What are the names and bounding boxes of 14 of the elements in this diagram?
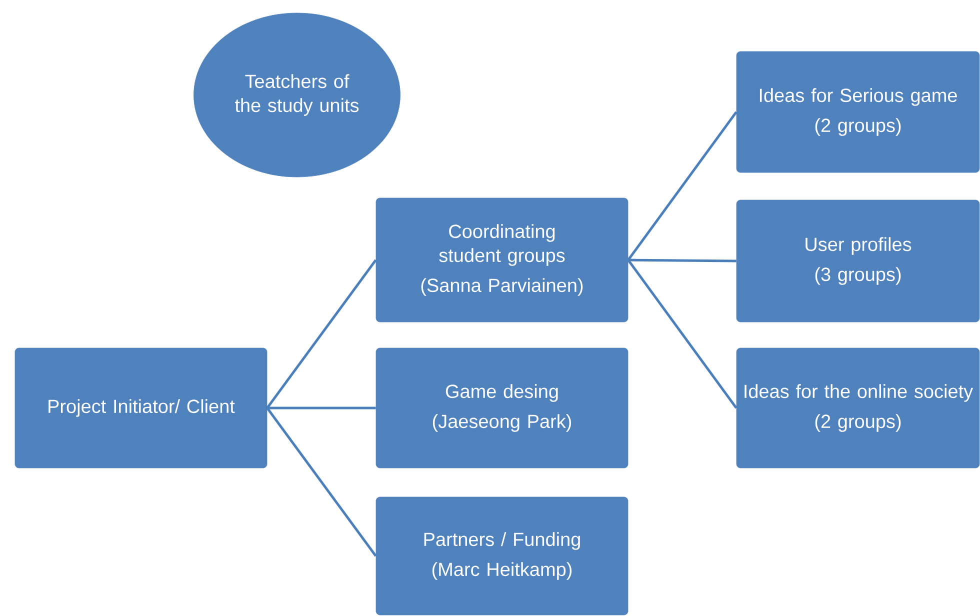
process-box: Partners / Funding (Marc Heitkamp) xyxy=(376,496,628,616)
connector-line xyxy=(266,407,377,557)
process-box: Ideas for the online society (2 groups) xyxy=(736,348,980,468)
process-box: Project Initiator/ Client xyxy=(14,348,268,468)
connector-line xyxy=(266,259,377,409)
connector-line xyxy=(628,258,736,262)
process-box: Ideas for Serious game (2 groups) xyxy=(736,51,980,173)
connector-line xyxy=(267,406,376,410)
ellipse-node: Teatchers of the study units xyxy=(194,12,400,178)
connector-line xyxy=(627,111,738,261)
connector-line xyxy=(627,259,738,409)
process-box: User profiles (3 groups) xyxy=(736,200,980,322)
process-box: Game desing (Jaeseong Park) xyxy=(376,348,628,468)
process-box: Coordinating student groups (Sanna Parviainen) xyxy=(376,198,628,322)
